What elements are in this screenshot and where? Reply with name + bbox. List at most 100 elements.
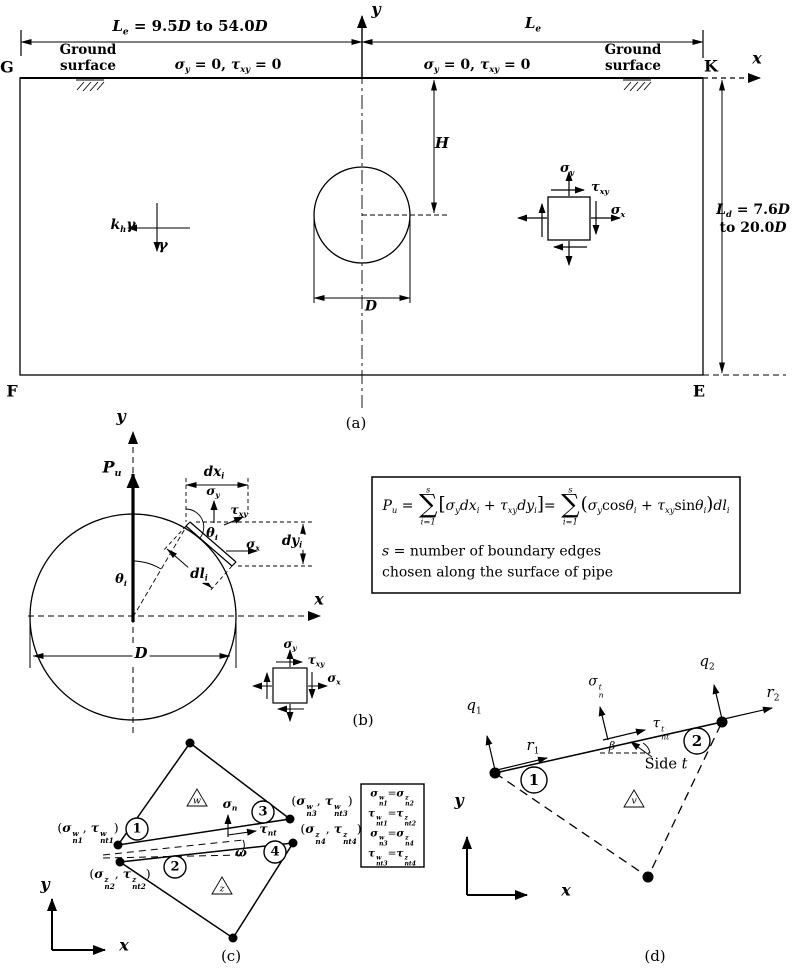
corner-label-g: G xyxy=(0,57,14,77)
side-t-label: Side t xyxy=(644,756,688,773)
dim-label-le-left: Le = 9.5D to 54.0D xyxy=(112,17,268,38)
omega-label: ω xyxy=(235,844,247,860)
node-badge-d2: 2 xyxy=(691,732,703,750)
equation-note-line2: chosen along the surface of pipe xyxy=(382,564,614,581)
y-axis-label-d: y xyxy=(454,790,464,810)
triangle-w-symbol-label: w xyxy=(192,795,202,807)
ground-hatch-right-icon xyxy=(623,79,652,92)
stress-b-tau-xy-label: τxy xyxy=(230,501,248,519)
sigma-n-label: σn xyxy=(222,795,238,813)
x-axis-label-a: x xyxy=(752,48,762,68)
triangle-symbol-v xyxy=(623,789,645,808)
panel-a-linework xyxy=(19,15,786,408)
stress-b-sigma-y-label: σy xyxy=(206,482,220,500)
element-nodes-c xyxy=(113,738,298,943)
side-t-leader xyxy=(630,741,653,758)
dim-label-h: H xyxy=(434,134,450,153)
stress-a-sigma-y-label: σy xyxy=(559,161,575,177)
dim-label-le-right: Le xyxy=(524,14,542,35)
stress-b-sigma-x-label: σx xyxy=(246,535,260,553)
node-badge-1: 1 xyxy=(132,821,142,837)
r1-arrow xyxy=(496,756,548,771)
dxi-label: dxi xyxy=(203,463,225,481)
triangle-z-symbol-label: z xyxy=(219,883,225,895)
theta-arc-center xyxy=(132,560,162,570)
dim-label-d-a: D xyxy=(364,298,378,315)
dli-label: dli xyxy=(188,565,210,584)
x-axis-label-b: x xyxy=(314,589,324,609)
wedge-dashed-upper xyxy=(102,839,244,856)
triangle-v-symbol-label: v xyxy=(631,795,637,807)
caption-a: (a) xyxy=(345,414,367,433)
node-badge-3: 3 xyxy=(258,804,268,820)
boundary-strip xyxy=(185,521,237,567)
triangle-z-element xyxy=(117,842,295,940)
equation-note-line1: s = number of boundary edges xyxy=(382,543,602,560)
q2-arrow xyxy=(712,684,723,720)
body-force-gamma-label: γ xyxy=(158,237,168,254)
pipe-circle-a xyxy=(313,166,411,264)
beta-label: β xyxy=(608,739,616,753)
corner-label-k: K xyxy=(704,56,718,76)
stress-a-sigma-x-label: σx xyxy=(610,203,626,219)
stress-a-tau-xy-label: τxy xyxy=(591,180,609,196)
omega-arc xyxy=(239,839,245,855)
wedge-dashed-lower xyxy=(102,854,241,859)
side-t-line xyxy=(494,721,723,774)
y-axis-label-c: y xyxy=(40,874,50,894)
tau-nt-t-arrow xyxy=(602,728,646,741)
x-axis-label-c: x xyxy=(119,935,129,955)
theta-arc-strip xyxy=(185,508,205,539)
q2-label: q2 xyxy=(699,652,715,673)
y-axis-label-b: y xyxy=(116,406,126,426)
element-nodes-d xyxy=(489,716,728,883)
badge-circles-d xyxy=(520,727,711,794)
stress-b2-sigma-y-label: σy xyxy=(283,637,297,653)
r2-label: r2 xyxy=(766,683,780,704)
triangle-symbol-w xyxy=(186,788,208,807)
dim-label-d-b: D xyxy=(132,644,150,663)
corner-label-e: E xyxy=(692,381,706,401)
q1-arrow xyxy=(485,735,496,771)
equality-box xyxy=(360,783,425,868)
caption-c: (c) xyxy=(220,947,242,966)
q1-label: q1 xyxy=(466,696,482,717)
caption-b: (b) xyxy=(352,711,374,730)
dli-guide-2 xyxy=(208,565,233,593)
equation-box xyxy=(371,476,741,594)
theta-i-center-label: θi xyxy=(115,572,127,588)
tau-nt-label: τnt xyxy=(259,820,277,838)
tau-xy-arrow-b xyxy=(223,516,244,526)
pu-label: Pu xyxy=(102,457,122,480)
tau-nt-arrow xyxy=(227,828,257,836)
y-axis-label-a: y xyxy=(371,0,381,19)
x-axis-label-d: x xyxy=(561,880,571,900)
dli-guide-1 xyxy=(162,525,187,552)
radial-dashed xyxy=(132,526,187,618)
stress-element-a xyxy=(517,171,621,266)
stress-b2-sigma-x-label: σx xyxy=(327,671,341,687)
stress-b2-tau-xy-label: τxy xyxy=(307,653,325,669)
uplift-equation: Pu = s∑i=1[σydxi + τxydyi]= s∑i=1(σycosθ… xyxy=(382,484,730,527)
beta-arc xyxy=(642,742,651,754)
ground-hatch-left-icon xyxy=(76,79,105,92)
node-badge-2: 2 xyxy=(170,859,180,875)
triangle-symbol-z xyxy=(211,876,233,895)
badge-circles-c xyxy=(125,800,287,879)
panel-d-linework xyxy=(462,684,773,900)
boundary-condition-right: σy = 0, τxy = 0 xyxy=(423,57,531,75)
theta-i-strip-label: θi xyxy=(206,526,218,542)
triangle-w-element xyxy=(116,741,292,847)
boundary-condition-left: σy = 0, τxy = 0 xyxy=(174,57,282,75)
dyi-label: dyi xyxy=(279,532,305,551)
